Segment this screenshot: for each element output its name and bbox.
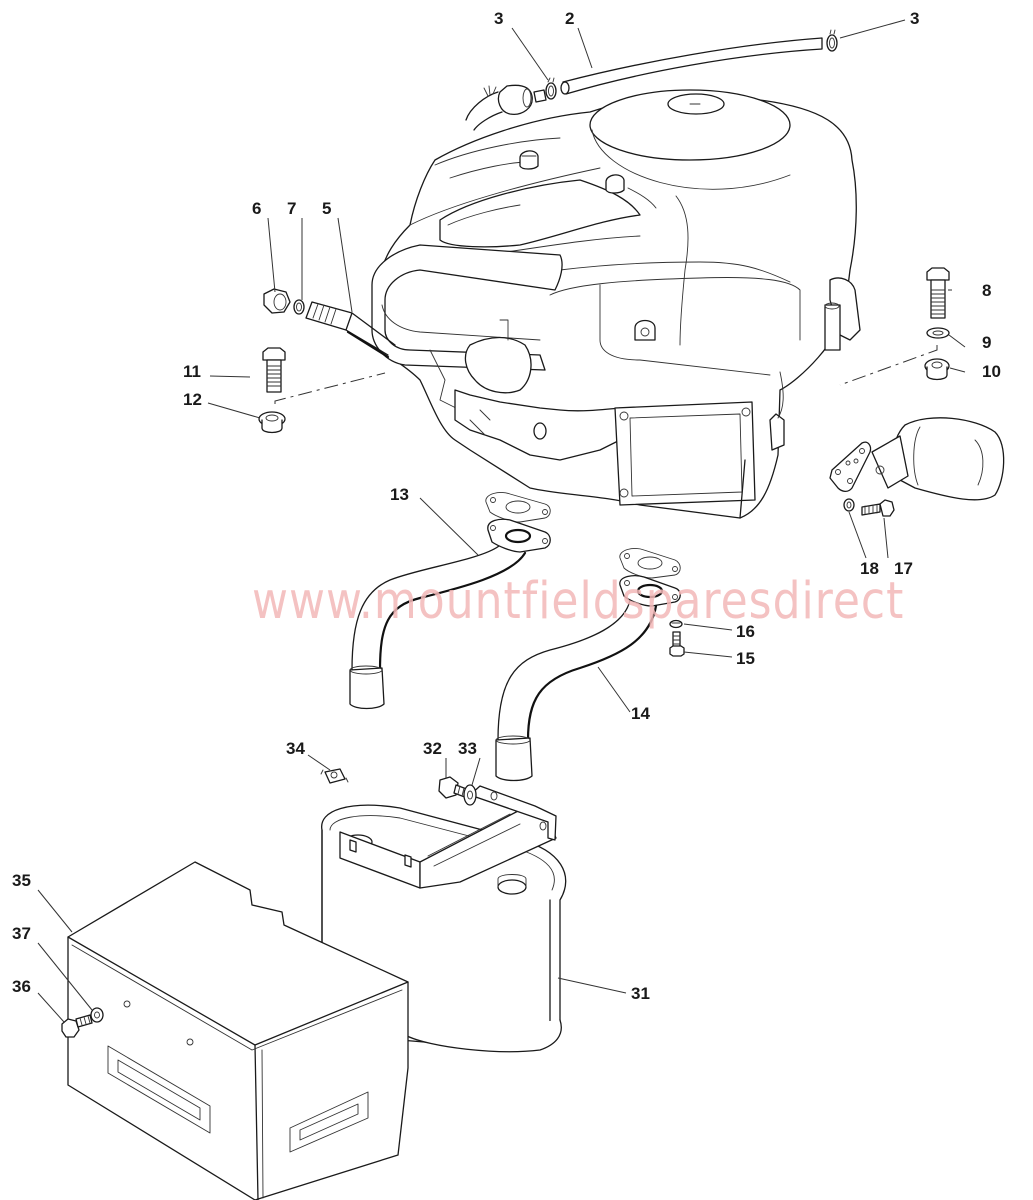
fuel-hose[interactable] <box>560 37 823 95</box>
screw-36[interactable] <box>61 1014 93 1038</box>
callout-12[interactable]: 12 <box>183 390 202 409</box>
stud[interactable] <box>305 301 396 359</box>
fuel-pump-canister <box>871 417 1005 501</box>
callout-32[interactable]: 32 <box>423 739 442 758</box>
flange-nut-12[interactable] <box>258 411 286 434</box>
callout-10[interactable]: 10 <box>982 362 1001 381</box>
callout-13[interactable]: 13 <box>390 485 409 504</box>
washer-18[interactable] <box>843 498 855 512</box>
bolt-8[interactable] <box>926 267 950 319</box>
flange-nut-10[interactable] <box>924 358 950 381</box>
callout-35[interactable]: 35 <box>12 871 31 890</box>
gasket-plate[interactable] <box>829 441 872 493</box>
gasket-13[interactable] <box>485 491 551 523</box>
gasket-14[interactable] <box>619 547 681 579</box>
washer-16[interactable] <box>669 619 683 629</box>
callout-8[interactable]: 8 <box>982 281 992 300</box>
hose-clip-left[interactable] <box>545 77 557 100</box>
cage-nut-34[interactable] <box>320 768 349 784</box>
callout-15[interactable]: 15 <box>736 649 755 668</box>
callout-16[interactable]: 16 <box>736 622 755 641</box>
callout-11[interactable]: 11 <box>183 362 201 381</box>
leader-lines <box>37 19 966 1023</box>
callout-7[interactable]: 7 <box>287 199 297 218</box>
exhaust-pipe-right[interactable] <box>495 575 681 782</box>
watermark: www.mountfieldsparesdirect <box>252 572 905 631</box>
exhaust-pipe-left[interactable] <box>349 518 551 710</box>
callout-14[interactable]: 14 <box>631 704 650 723</box>
callout-17[interactable]: 17 <box>894 559 913 578</box>
lock-washer-33[interactable] <box>463 784 477 806</box>
muffler-bracket <box>339 785 557 889</box>
callout-6[interactable]: 6 <box>252 199 262 218</box>
callout-33[interactable]: 33 <box>458 739 477 758</box>
vent-slot-left <box>107 1045 211 1134</box>
bolt-11[interactable] <box>262 347 286 393</box>
washer-37[interactable] <box>90 1007 104 1023</box>
callout-2[interactable]: 2 <box>565 9 575 28</box>
bolt-17[interactable] <box>861 499 895 517</box>
callout-18[interactable]: 18 <box>860 559 879 578</box>
nut-6[interactable] <box>263 288 291 314</box>
callout-3-left[interactable]: 3 <box>494 9 504 28</box>
callout-36[interactable]: 36 <box>12 977 31 996</box>
callout-9[interactable]: 9 <box>982 333 992 352</box>
engine <box>371 89 861 519</box>
washer-7[interactable] <box>293 299 305 315</box>
callout-37[interactable]: 37 <box>12 924 31 943</box>
callout-34[interactable]: 34 <box>286 739 305 758</box>
screw-15[interactable] <box>669 631 685 657</box>
lock-washer-9[interactable] <box>926 327 950 339</box>
mount-boss <box>634 319 656 341</box>
hose-clip-right[interactable] <box>826 29 838 52</box>
oil-cap-2 <box>605 174 625 194</box>
callout-3-right[interactable]: 3 <box>910 9 920 28</box>
heat-shield[interactable] <box>67 861 409 1200</box>
fuel-filter <box>465 84 547 131</box>
vent-slot-right <box>289 1091 369 1153</box>
callout-31[interactable]: 31 <box>631 984 650 1003</box>
callout-5[interactable]: 5 <box>322 199 332 218</box>
oil-cap-1 <box>519 150 539 170</box>
